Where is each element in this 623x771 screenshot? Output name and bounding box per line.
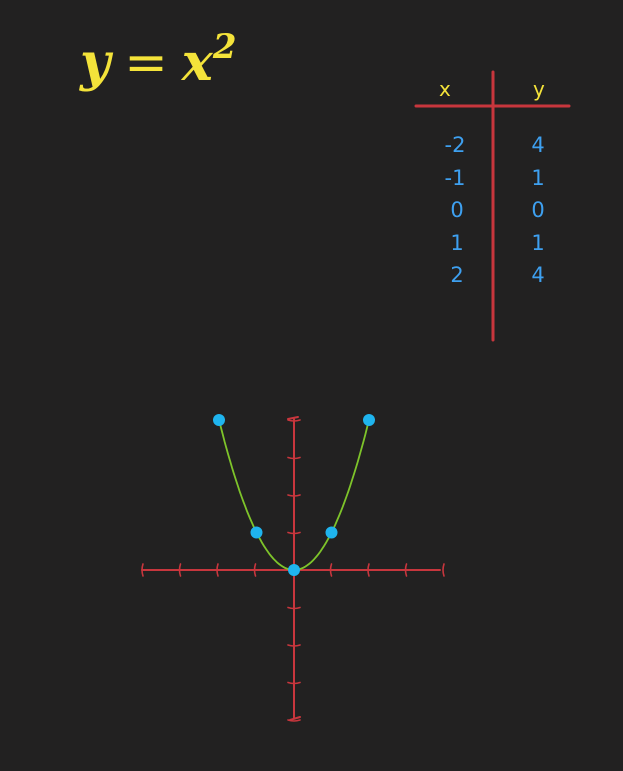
equals-sign: = xyxy=(124,33,168,93)
y-axis-tick xyxy=(287,419,301,422)
data-point xyxy=(288,564,300,576)
x-axis-tick xyxy=(404,563,408,577)
table-cell-y: 4 xyxy=(531,133,545,157)
table-cell-y: 0 xyxy=(531,198,545,222)
equation-exponent: 2 xyxy=(212,27,237,67)
x-axis-tick xyxy=(141,563,144,577)
table-cell-x: 0 xyxy=(450,198,464,222)
data-point xyxy=(363,414,375,426)
table-cell-x: 1 xyxy=(450,231,464,255)
data-point xyxy=(250,526,263,539)
equation-base: x xyxy=(181,32,213,93)
y-axis-tick xyxy=(287,681,301,685)
x-axis-tick xyxy=(253,563,257,577)
table-cell-x: -2 xyxy=(444,133,466,157)
y-axis-tick xyxy=(287,606,301,610)
table-header-x: x xyxy=(439,77,451,101)
table-cell-x: -1 xyxy=(444,166,466,190)
y-axis-tick xyxy=(287,719,301,722)
x-axis-tick xyxy=(329,563,333,577)
table-cell-y: 1 xyxy=(531,231,545,255)
y-axis-tick xyxy=(287,456,301,460)
x-axis-tick xyxy=(442,563,445,577)
data-point xyxy=(213,414,225,426)
x-axis-tick xyxy=(178,563,182,577)
y-axis-bottom-cap xyxy=(289,716,301,721)
y-axis-tick xyxy=(287,531,301,535)
equation-title: y=x2 xyxy=(80,30,236,89)
y-axis-tick xyxy=(287,644,301,647)
table-header-y: y xyxy=(533,77,545,101)
data-point xyxy=(325,526,338,539)
table-cell-y: 4 xyxy=(531,263,545,287)
y-axis-tick xyxy=(287,494,301,497)
equation-lhs: y xyxy=(80,32,111,93)
y-axis-top-cap xyxy=(287,416,299,420)
table-cell-x: 2 xyxy=(450,263,464,287)
x-axis-tick xyxy=(367,563,370,577)
table-cell-y: 1 xyxy=(531,166,545,190)
x-axis-tick xyxy=(216,563,219,577)
